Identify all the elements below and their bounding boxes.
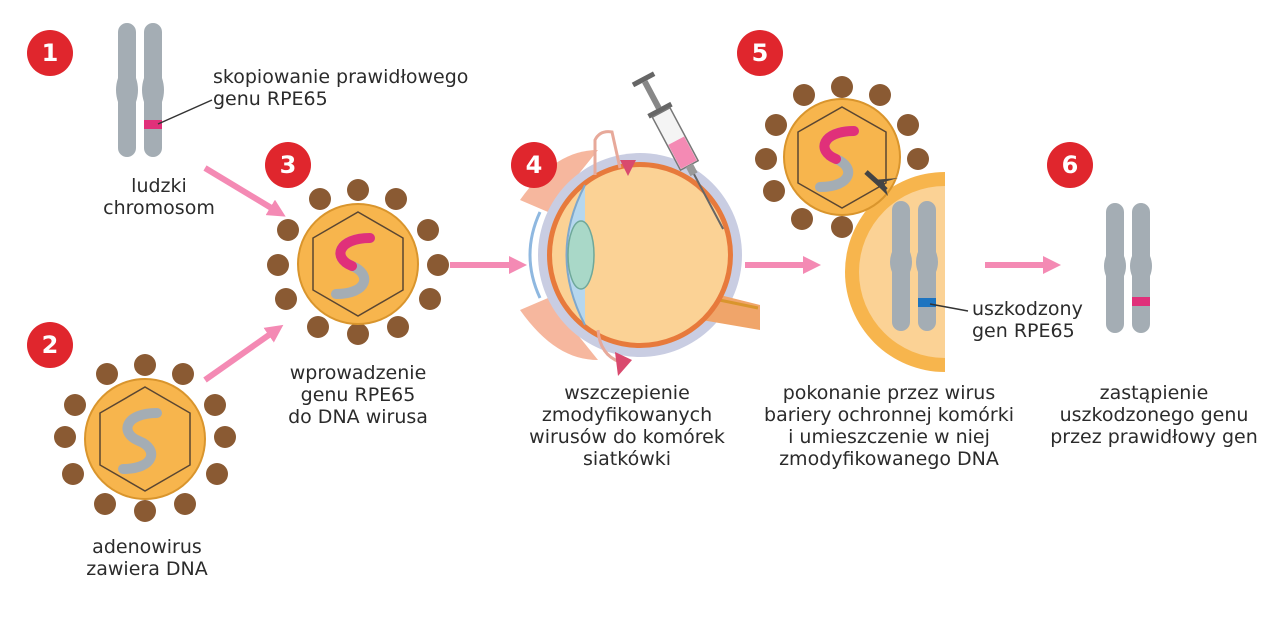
copy-gene-pointer [157, 99, 213, 125]
lens [567, 220, 595, 290]
human-chromosome-1 [116, 23, 213, 157]
modified-virus [267, 179, 449, 345]
eye-cross-section [520, 130, 760, 376]
step-badge-5: 5 [737, 30, 783, 76]
arrow-1-to-3 [203, 165, 286, 217]
step-badge-2: 2 [27, 322, 73, 368]
step-badge-6: 6 [1047, 142, 1093, 188]
syringe-icon [631, 71, 725, 230]
arrow-2-to-3 [203, 324, 284, 383]
repaired-chromosome [1104, 203, 1152, 333]
virus-entering-cell [755, 76, 929, 238]
damaged-gene-pointer [929, 303, 969, 312]
damaged-gene-band [918, 298, 936, 307]
replaced-gene-band [1132, 297, 1150, 306]
step-badge-1: 1 [27, 30, 73, 76]
step-badge-4: 4 [511, 142, 557, 188]
flow-arrows [203, 165, 1061, 383]
step-badge-3: 3 [265, 142, 311, 188]
adenovirus [54, 354, 236, 522]
healthy-gene-band [144, 120, 162, 129]
retina-cell [845, 172, 969, 372]
